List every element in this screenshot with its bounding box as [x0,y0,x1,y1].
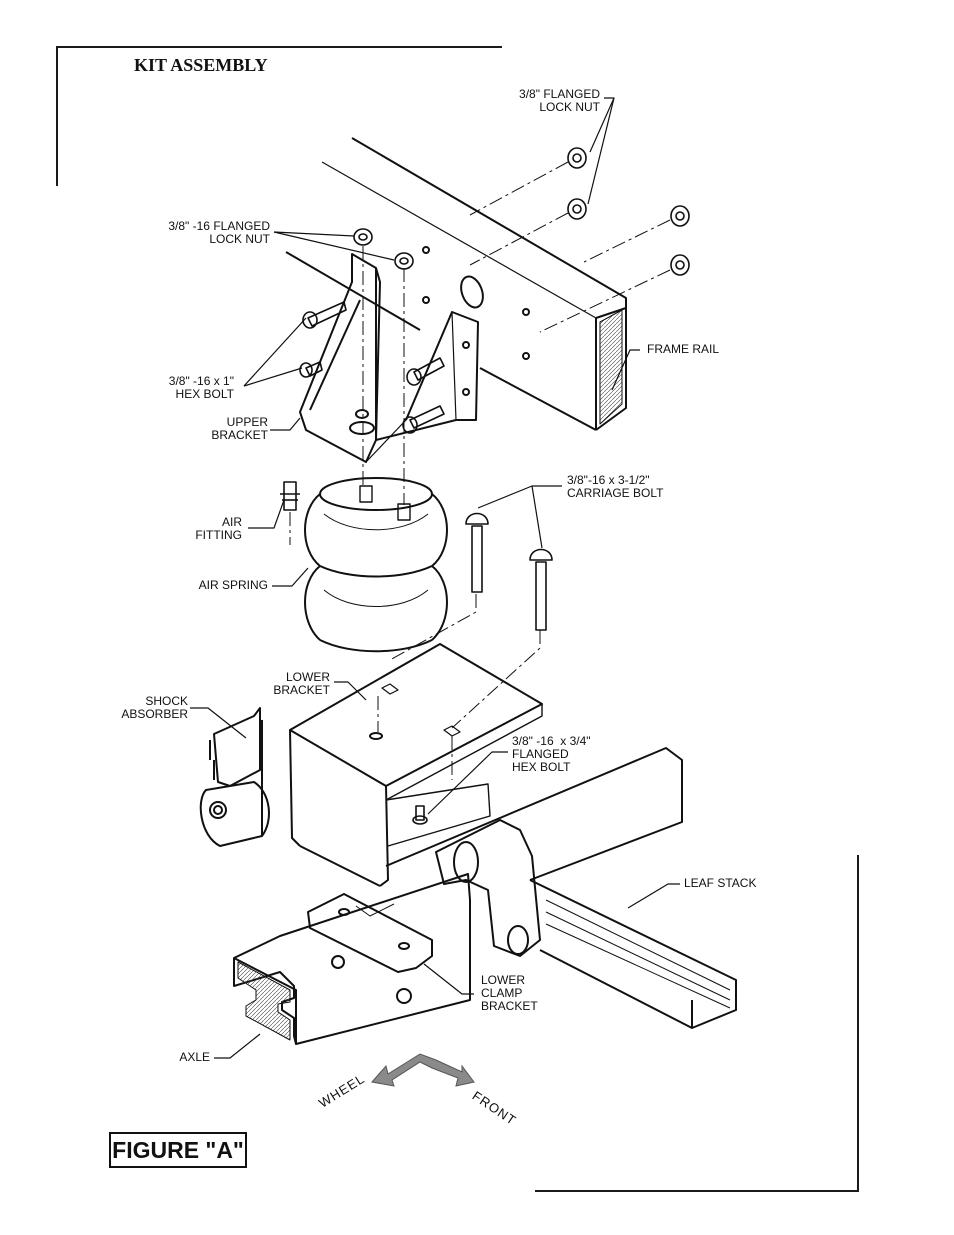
axle [233,873,471,1045]
carriage-bolts [465,512,553,631]
frame-bottom-line [535,1190,859,1192]
label-carriage-bolt: 3/8"-16 x 3-1/2" CARRIAGE BOLT [567,473,664,500]
label-air-spring: AIR SPRING [198,578,268,592]
frame-left-line [56,46,58,186]
label-lower-bracket: LOWER BRACKET [273,670,330,697]
page-title: KIT ASSEMBLY [134,55,268,75]
label-flanged-lock-nut: 3/8" FLANGED LOCK NUT [519,87,600,114]
label-leaf-stack: LEAF STACK [684,876,757,890]
flanged-hex-bolt [412,805,428,825]
u-bolt-clamp [435,819,541,957]
upper-lock-nuts [353,228,414,270]
hex-bolts [299,301,445,434]
label-flanged-lock-nut-16: 3/8" -16 FLANGED LOCK NUT [168,219,270,246]
frame-rail [285,137,627,431]
frame-top-line [56,46,502,48]
flanged-lock-nuts [567,147,690,276]
label-flanged-hex-bolt: 3/8" -16 x 3/4" FLANGED HEX BOLT [512,734,591,774]
shock-absorber [199,707,270,847]
leaf-stack [385,747,737,1029]
lower-bracket [289,643,543,887]
lower-clamp-bracket [307,893,433,1004]
label-shock-absorber: SHOCK ABSORBER [121,694,188,721]
upper-bracket [299,253,479,463]
label-frame-rail: FRAME RAIL [647,342,720,356]
direction-arrow [371,1053,475,1087]
air-fitting [280,481,300,511]
label-air-fitting: AIR FITTING [195,515,242,542]
air-spring [304,477,448,653]
figure-label: FIGURE "A" [109,1132,247,1168]
leader-lines [190,97,680,1059]
label-upper-bracket: UPPER BRACKET [211,415,268,442]
label-axle: AXLE [179,1050,210,1064]
label-hex-bolt: 3/8" -16 x 1" HEX BOLT [168,374,234,401]
label-lower-clamp-bracket: LOWER CLAMP BRACKET [481,973,538,1013]
frame-right-line [857,855,859,1192]
